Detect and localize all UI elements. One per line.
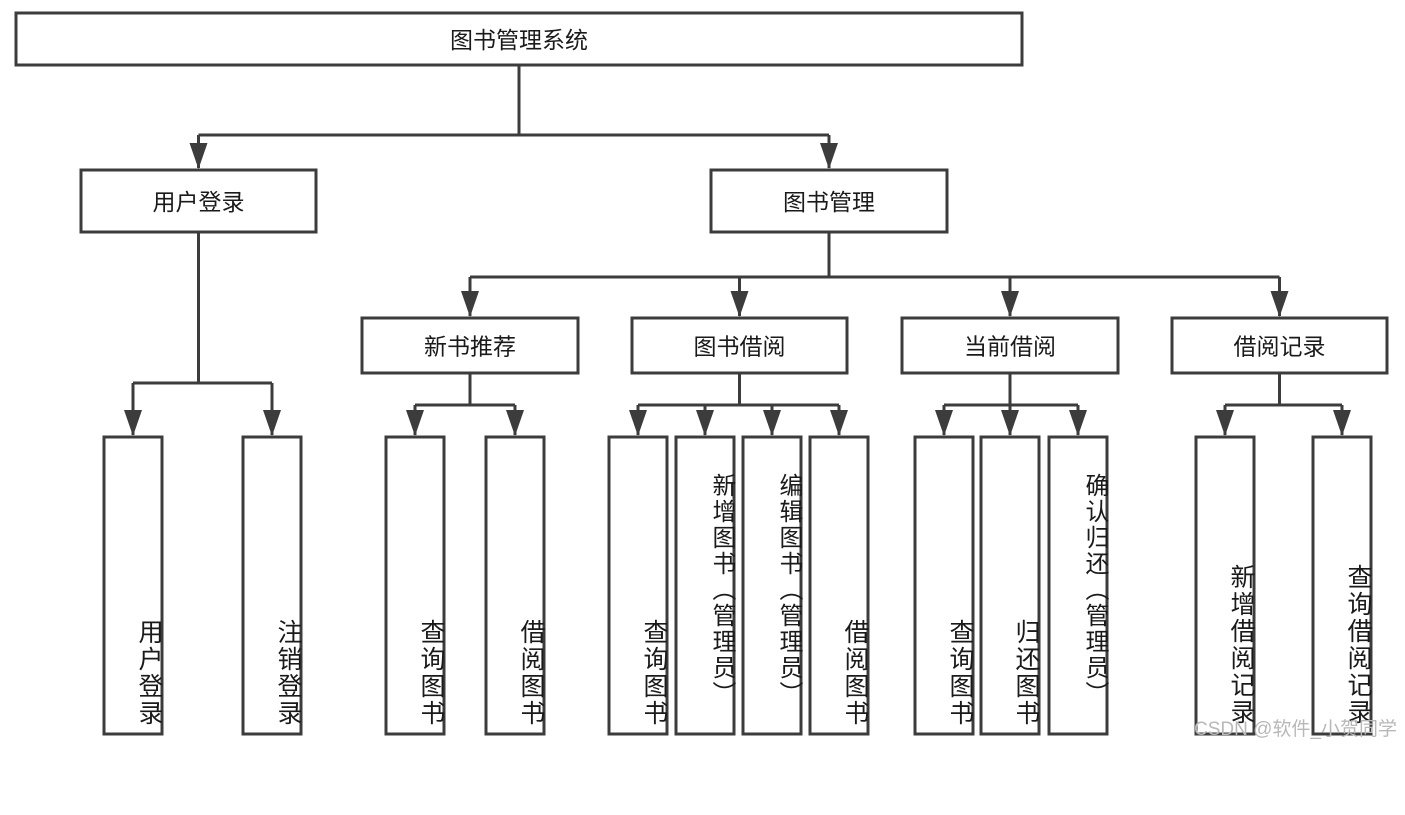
arrow-head-icon-leaf-query-record <box>1333 410 1351 436</box>
node-label-book-borrow: 图书借阅 <box>694 334 786 360</box>
node-box-leaf-edit-book[interactable] <box>741 435 803 736</box>
node-box-leaf-add-book[interactable] <box>674 435 736 736</box>
node-box-leaf-borrow-book-rec[interactable] <box>484 435 546 736</box>
arrow-head-icon-leaf-query-book-borrow <box>629 410 647 436</box>
arrow-head-icon-user-login <box>189 143 208 169</box>
arrow-head-icon-new-book-recommend <box>461 291 479 317</box>
node-label-current-borrow: 当前借阅 <box>964 334 1056 360</box>
node-label-new-book-recommend: 新书推荐 <box>424 334 516 360</box>
arrow-head-icon-leaf-confirm-return <box>1069 410 1087 436</box>
node-box-current-borrow[interactable] <box>900 316 1120 375</box>
node-box-book-borrow[interactable] <box>630 316 849 375</box>
node-box-leaf-query-book-borrow[interactable] <box>607 435 669 736</box>
node-label-book-management: 图书管理 <box>783 189 875 215</box>
arrow-head-icon-book-borrow <box>730 291 749 317</box>
arrow-head-icon-leaf-return-book <box>1001 410 1019 436</box>
node-box-leaf-query-record[interactable] <box>1311 435 1373 736</box>
node-box-leaf-user-login[interactable] <box>102 435 164 736</box>
node-box-book-management[interactable] <box>709 168 949 234</box>
node-box-borrow-record[interactable] <box>1170 316 1389 375</box>
arrow-head-icon-borrow-record <box>1270 291 1289 317</box>
arrow-head-icon-leaf-add-record <box>1216 410 1234 436</box>
node-box-leaf-return-book[interactable] <box>979 435 1041 736</box>
arrow-head-icon-leaf-borrow-book <box>830 410 848 436</box>
arrow-head-icon-book-management <box>820 143 838 169</box>
node-box-leaf-add-record[interactable] <box>1194 435 1256 736</box>
node-box-leaf-borrow-book[interactable] <box>808 435 870 736</box>
node-box-root[interactable] <box>14 11 1024 67</box>
arrow-head-icon-current-borrow <box>1001 291 1019 317</box>
csdn-watermark: CSDN @软件_小贺同学 <box>1194 719 1397 740</box>
arrow-head-icon-leaf-borrow-book-rec <box>506 410 524 436</box>
arrow-head-icon-leaf-add-book <box>696 410 714 436</box>
arrow-head-icon-leaf-edit-book <box>763 410 781 436</box>
node-box-leaf-query-book-rec[interactable] <box>384 435 446 736</box>
node-boxes-group <box>14 11 1389 736</box>
node-box-new-book-recommend[interactable] <box>360 316 580 375</box>
node-box-user-login[interactable] <box>79 168 318 234</box>
arrow-head-icon-leaf-user-login <box>124 410 142 436</box>
node-label-root: 图书管理系统 <box>450 27 588 53</box>
arrow-head-icon-leaf-user-logout <box>263 410 281 436</box>
node-label-user-login: 用户登录 <box>153 189 245 215</box>
diagram-canvas-container: 图书管理系统用户登录图书管理新书推荐图书借阅当前借阅借阅记录 用户登录注销登录查… <box>14 11 1397 740</box>
node-box-leaf-user-logout[interactable] <box>241 435 303 736</box>
arrow-head-icon-leaf-query-book-rec <box>406 410 424 436</box>
connector-lines-group <box>124 65 1351 436</box>
node-label-borrow-record: 借阅记录 <box>1234 334 1326 360</box>
node-box-leaf-query-book-current[interactable] <box>913 435 975 736</box>
arrow-head-icon-leaf-query-book-current <box>935 410 953 436</box>
node-box-leaf-confirm-return[interactable] <box>1047 435 1109 736</box>
